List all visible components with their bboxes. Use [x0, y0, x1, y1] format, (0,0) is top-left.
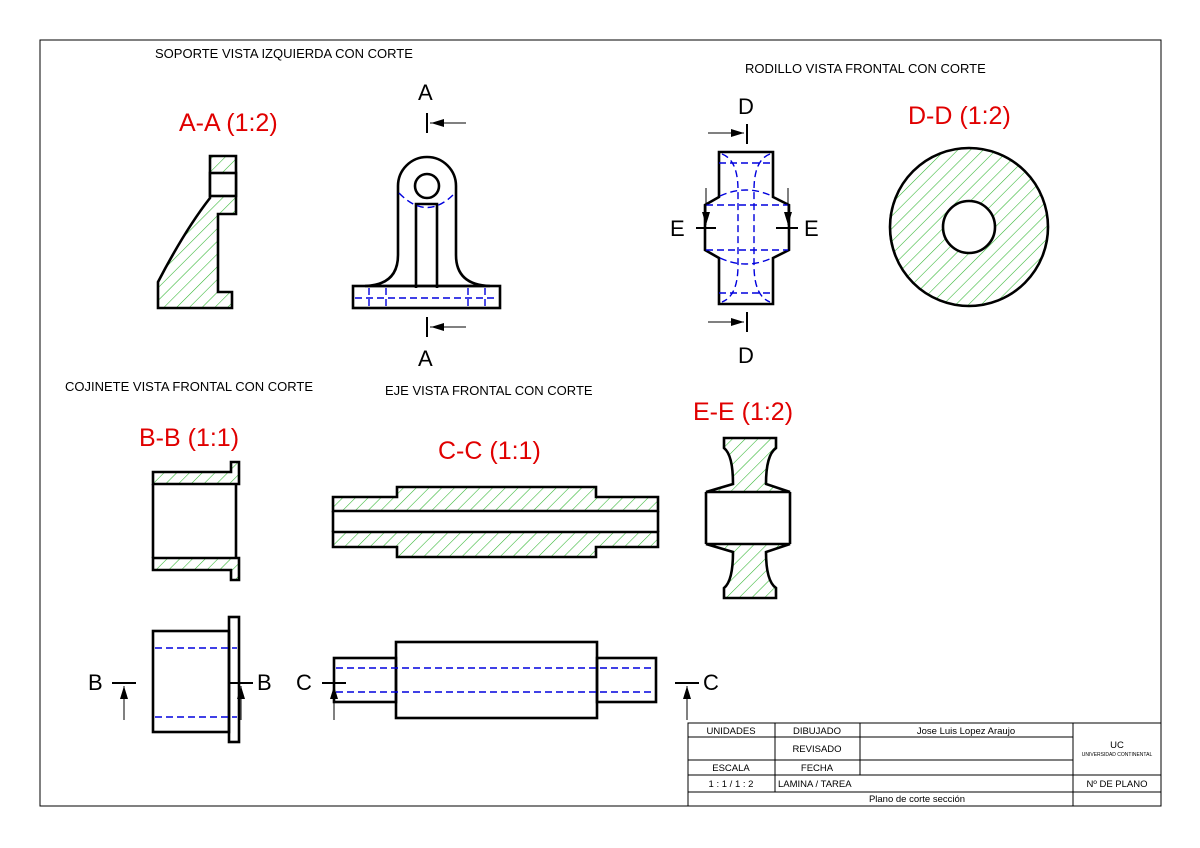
support-section-aa	[156, 154, 238, 310]
bushing-front-view	[151, 615, 241, 744]
tb-author: Jose Luis Lopez Araujo	[917, 726, 1015, 737]
tb-university: UNIVERSIDAD CONTINENTAL	[1082, 752, 1153, 758]
cut-plane-d	[708, 124, 748, 332]
tb-fecha: FECHA	[801, 763, 834, 774]
section-label-ee: E-E (1:2)	[693, 398, 793, 426]
heading-rodillo: RODILLO VISTA FRONTAL CON CORTE	[745, 61, 986, 76]
cut-letter-b-right: B	[257, 670, 272, 695]
shaft-section-cc	[331, 485, 660, 559]
roller-section-dd	[888, 146, 1050, 308]
cut-plane-c	[322, 682, 699, 720]
cut-letter-c-right: C	[703, 670, 719, 695]
heading-soporte: SOPORTE VISTA IZQUIERDA CON CORTE	[155, 46, 413, 61]
cut-letter-b-left: B	[88, 670, 103, 695]
roller-front-view	[703, 150, 791, 306]
tb-lamina: LAMINA / TAREA	[778, 779, 852, 790]
section-label-dd: D-D (1:2)	[908, 102, 1011, 130]
tb-revisado: REVISADO	[792, 744, 841, 755]
section-label-bb: B-B (1:1)	[139, 424, 239, 452]
shaft-front-view	[332, 640, 658, 720]
support-front-view	[351, 155, 502, 310]
heading-cojinete: COJINETE VISTA FRONTAL CON CORTE	[65, 379, 313, 394]
sheet-border	[39, 39, 1162, 807]
tb-escala: ESCALA	[712, 763, 750, 774]
cut-plane-b	[112, 682, 253, 720]
bushing-section-bb	[151, 460, 241, 582]
cut-letter-e-right: E	[804, 216, 819, 241]
tb-logo-abbr: UC	[1110, 740, 1124, 751]
tb-plano-num: Nº DE PLANO	[1086, 779, 1147, 790]
cut-letter-d-bottom: D	[738, 343, 754, 368]
cut-letter-e-left: E	[670, 216, 685, 241]
cut-letter-a-bottom: A	[418, 346, 433, 371]
cut-plane-a	[426, 113, 466, 337]
heading-eje: EJE VISTA FRONTAL CON CORTE	[385, 383, 593, 398]
title-block	[687, 722, 1162, 807]
tb-dibujado: DIBUJADO	[793, 726, 841, 737]
tb-plano-title: Plano de corte sección	[869, 794, 965, 805]
cut-letter-d-top: D	[738, 94, 754, 119]
section-label-cc: C-C (1:1)	[438, 437, 541, 465]
cut-letter-a-top: A	[418, 80, 433, 105]
cut-letter-c-left: C	[296, 670, 312, 695]
tb-unidades: UNIDADES	[706, 726, 755, 737]
cut-plane-e	[696, 188, 798, 229]
tb-escala-value: 1 : 1 / 1 : 2	[709, 779, 754, 790]
section-label-aa: A-A (1:2)	[179, 109, 278, 137]
roller-section-ee	[704, 436, 792, 600]
